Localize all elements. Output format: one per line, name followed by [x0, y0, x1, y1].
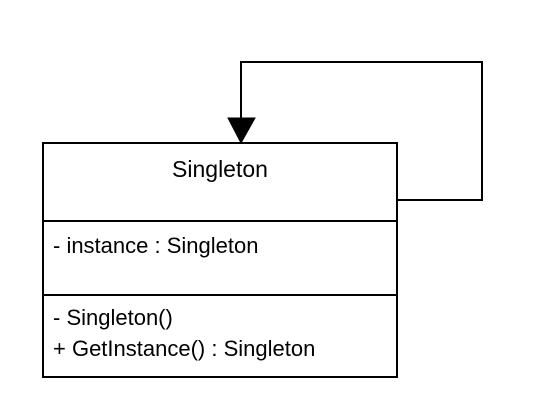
attributes-compartment: - instance : Singleton — [44, 222, 396, 296]
attribute-instance: - instance : Singleton — [53, 233, 259, 258]
singleton-class-box: Singleton - instance : Singleton - Singl… — [42, 142, 398, 378]
class-name: Singleton — [172, 156, 268, 182]
operation-get-instance: + GetInstance() : Singleton — [53, 336, 316, 361]
association-line — [240, 61, 483, 201]
operations-compartment: - Singleton() + GetInstance() : Singleto… — [44, 296, 396, 364]
arrowhead-icon — [227, 117, 256, 145]
operation-constructor: - Singleton() — [53, 305, 173, 330]
class-name-compartment: Singleton — [44, 144, 396, 222]
